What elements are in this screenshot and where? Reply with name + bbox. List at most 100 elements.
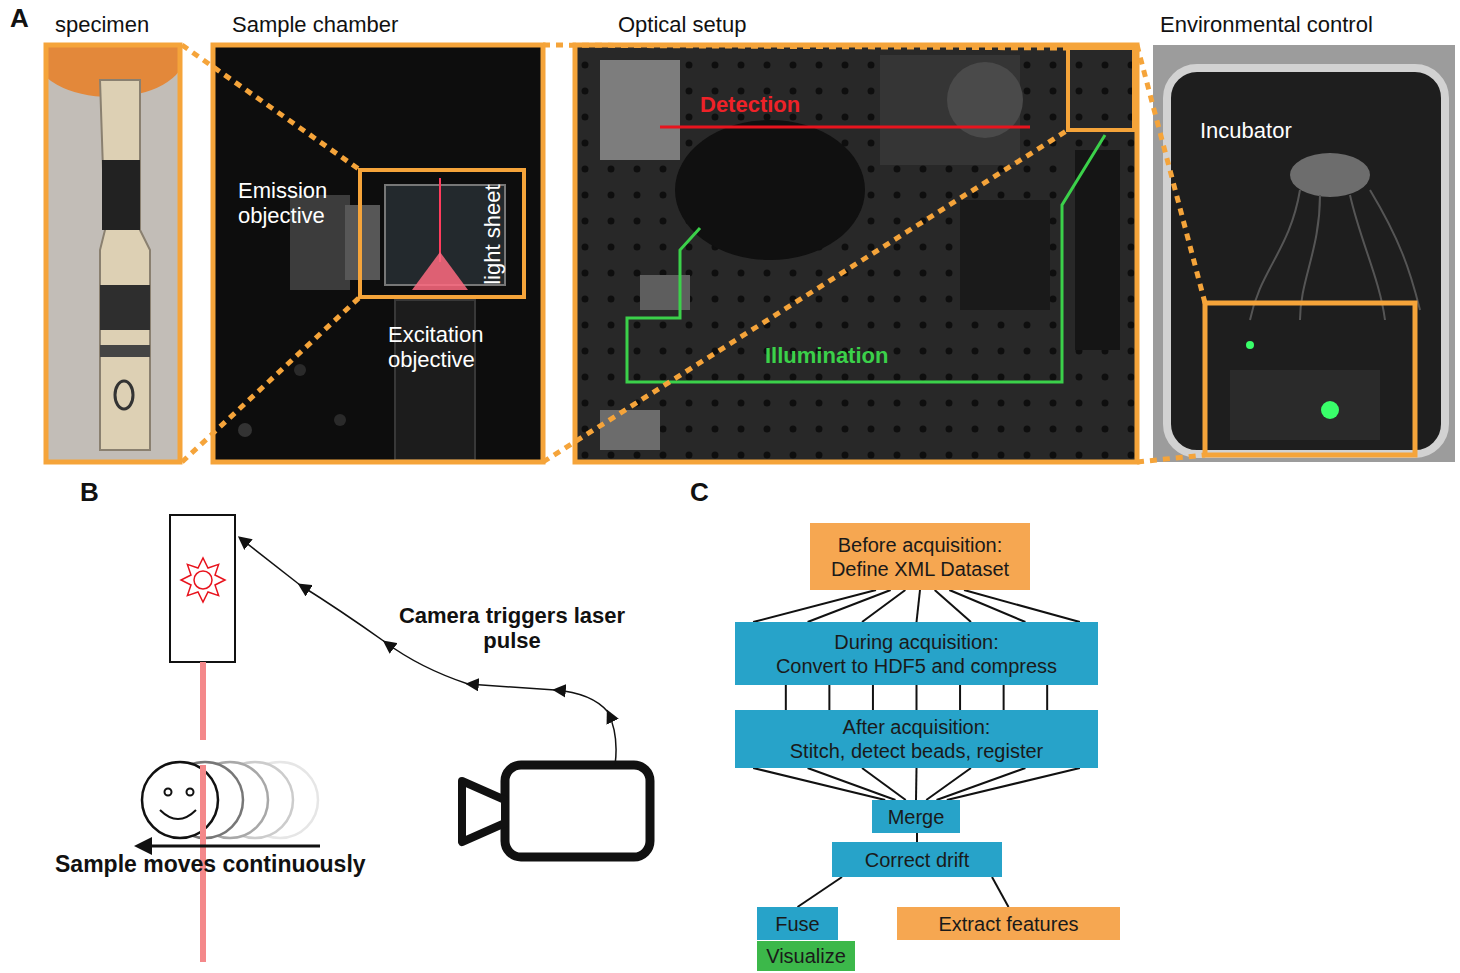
microscope xyxy=(1230,370,1380,440)
process-box: During acquisition:Convert to HDF5 and c… xyxy=(735,622,1098,685)
panel-title: specimen xyxy=(55,12,149,37)
orange-frame xyxy=(46,45,180,462)
embryo xyxy=(115,381,133,409)
box-text: Define XML Dataset xyxy=(831,557,1009,581)
connector-line xyxy=(916,685,918,710)
connector-line xyxy=(992,877,1009,907)
tape-band xyxy=(100,345,150,357)
box-text: During acquisition: xyxy=(834,630,999,654)
optics-photo xyxy=(575,45,1137,462)
eye xyxy=(165,789,172,796)
connector-line xyxy=(964,590,1080,622)
trigger-segment xyxy=(555,690,608,712)
connector-line xyxy=(916,833,918,842)
emission-objective-tip xyxy=(345,205,380,280)
smile xyxy=(160,810,196,819)
panel-letter: A xyxy=(10,4,29,34)
panel-title: Sample chamber xyxy=(232,12,398,37)
orange-frame xyxy=(575,45,1137,462)
connector-line xyxy=(862,590,905,622)
process-box: Merge xyxy=(872,800,960,833)
zoom-line xyxy=(182,45,360,170)
output-box: Extract features xyxy=(897,907,1120,940)
box-text: After acquisition: xyxy=(843,715,991,739)
box-text: Visualize xyxy=(766,944,846,968)
laser-box xyxy=(170,515,235,662)
box-text: Extract features xyxy=(938,912,1078,936)
light-sheet-spread xyxy=(412,252,468,290)
box-text: Stitch, detect beads, register xyxy=(790,739,1043,763)
process-box: Fuse xyxy=(757,907,838,940)
zoom-line xyxy=(1137,455,1205,462)
face xyxy=(142,762,218,838)
tape-band xyxy=(100,285,150,330)
zoom-line xyxy=(182,297,360,462)
connector-line xyxy=(917,590,921,622)
laser-core xyxy=(194,571,212,589)
detection-path xyxy=(660,126,1030,129)
connector-line xyxy=(1046,685,1048,710)
zoom-line xyxy=(1137,45,1205,303)
panel-letter: C xyxy=(690,478,709,508)
eye xyxy=(187,789,194,796)
stage-box: Before acquisition:Define XML Dataset xyxy=(810,523,1030,590)
box-text: Merge xyxy=(888,805,945,829)
annotation: Sample moves continuously xyxy=(55,851,366,877)
connector-line xyxy=(872,685,874,710)
metal-block xyxy=(600,60,680,160)
trigger-segment xyxy=(300,585,385,642)
zoom-line xyxy=(543,130,1068,462)
tape-band xyxy=(102,160,140,230)
trigger-segment xyxy=(608,712,616,765)
connector-line xyxy=(808,590,891,622)
box-text: Correct drift xyxy=(865,848,969,872)
incubator-photo xyxy=(1153,45,1455,462)
sample-faces xyxy=(142,762,318,838)
photo-label: Excitation objective xyxy=(388,322,510,373)
connector-line xyxy=(947,768,1080,800)
laser-star xyxy=(181,558,225,602)
path-label: Detection xyxy=(700,92,800,117)
stage xyxy=(960,200,1050,310)
trigger-arrow xyxy=(240,538,616,765)
output-box: Visualize xyxy=(757,941,855,971)
detection-optics xyxy=(675,120,865,260)
breadboard xyxy=(575,45,1137,462)
orange-frame xyxy=(1068,48,1134,130)
connector-line xyxy=(1003,685,1005,710)
annotation: Camera triggers laser pulse xyxy=(392,603,632,654)
photo-label: Emission objective xyxy=(238,178,350,229)
orange-frame xyxy=(1205,303,1415,455)
path-label: Illumination xyxy=(765,343,888,368)
arm xyxy=(1075,150,1120,350)
trigger-segment xyxy=(385,642,468,684)
fan xyxy=(1290,153,1370,197)
incubator-door xyxy=(1167,68,1445,454)
connector-line xyxy=(915,768,918,800)
motion-arrow xyxy=(148,845,320,848)
connector-line xyxy=(785,685,787,710)
connector-line xyxy=(753,590,876,622)
light-sheet xyxy=(439,178,441,262)
hole xyxy=(294,364,306,376)
orange-frame xyxy=(213,45,543,462)
hole xyxy=(238,423,252,437)
connector-line xyxy=(798,877,843,907)
trigger-segment xyxy=(240,538,300,585)
chamber-photo xyxy=(213,45,543,462)
photo-ground xyxy=(46,45,180,462)
green-glow xyxy=(1321,401,1339,419)
specimen-photo xyxy=(46,45,180,462)
connector-line xyxy=(828,685,830,710)
mirror-mount xyxy=(640,275,690,310)
panel-title: Optical setup xyxy=(618,12,746,37)
box-text: Convert to HDF5 and compress xyxy=(776,654,1057,678)
mirror-mount xyxy=(600,410,660,450)
green-glow xyxy=(1246,341,1254,349)
camera-body xyxy=(505,765,650,857)
specimen-tube xyxy=(100,80,150,450)
trigger-segment xyxy=(468,684,555,690)
